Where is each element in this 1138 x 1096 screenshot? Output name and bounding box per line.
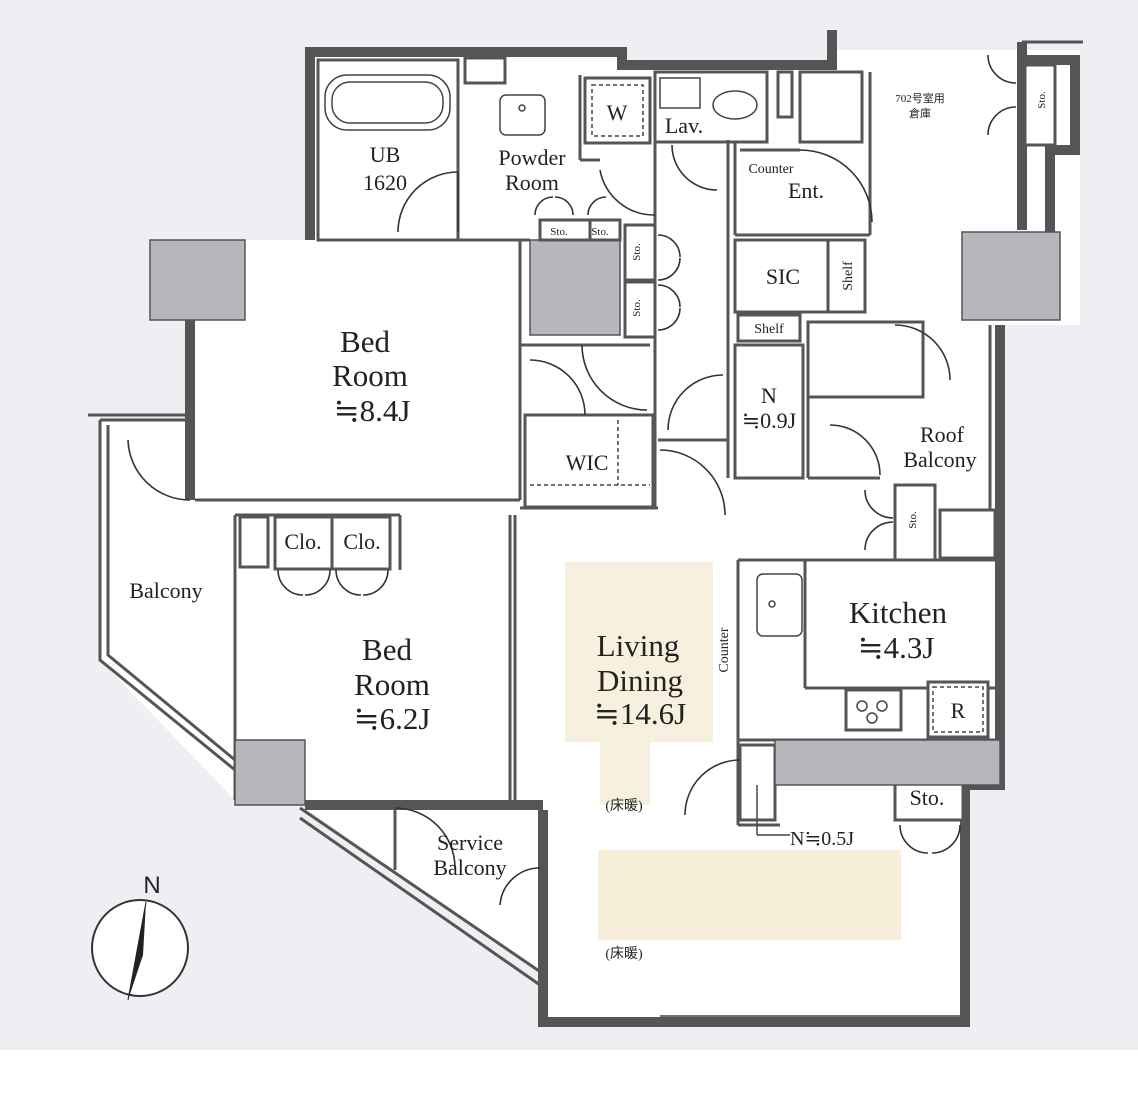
door-swing-balcony: [127, 439, 191, 501]
outer-walls: [88, 30, 1083, 1027]
label-balcony: Balcony: [129, 578, 202, 603]
label-n05: N≒0.5J: [790, 828, 854, 850]
label-fridge: R: [951, 698, 966, 723]
floor-heating-area-3: [598, 850, 901, 940]
pillar: [234, 739, 306, 806]
compass: [91, 899, 189, 1001]
floor-heating-area-1: [565, 562, 713, 742]
door-swing-n05: [684, 759, 741, 816]
label-kitchen-2: ≒4.3J: [858, 630, 935, 665]
door-swing-powder: [599, 169, 656, 216]
door-swing-hall: [667, 374, 724, 431]
door-swing-bed1: [581, 344, 648, 411]
door-swing-service-balcony: [394, 807, 456, 869]
label-ub-2: 1620: [363, 170, 407, 195]
label-service-balcony-2: Balcony: [433, 855, 506, 880]
label-washer: W: [607, 100, 628, 125]
label-storage-702-1: 702号室用: [895, 91, 945, 105]
door-swing-entrance: [799, 149, 873, 223]
label-sto-pr-1: Sto.: [550, 226, 568, 238]
label-lav: Lav.: [665, 113, 703, 138]
label-floor-heating-2: (床暖): [605, 946, 643, 962]
door-swing-roof: [894, 324, 951, 381]
label-sto-702: Sto.: [1036, 91, 1048, 109]
bathtub-icon: [324, 74, 451, 131]
label-shelf-h: Shelf: [754, 322, 784, 337]
label-living-1: Living: [597, 628, 680, 663]
label-shelf-v: Shelf: [841, 261, 856, 291]
label-powder-1: Powder: [498, 145, 566, 170]
doors: [127, 54, 1017, 906]
label-ub-1: UB: [370, 142, 401, 167]
pillar: [774, 739, 1001, 786]
label-storage-702-2: 倉庫: [909, 106, 931, 120]
door-swing-sto-hall: [657, 234, 681, 331]
label-service-balcony-1: Service: [437, 830, 503, 855]
label-bed2-2: Room: [354, 667, 430, 702]
label-roof-balcony-1: Roof: [920, 422, 965, 447]
label-floor-heating-1: (床暖): [605, 798, 643, 814]
label-wic: WIC: [566, 450, 609, 475]
pillar: [149, 239, 246, 321]
sink-icon: [499, 94, 546, 136]
door-swing-service-balcony-2: [499, 867, 541, 906]
door-swing-sto-roof: [864, 489, 894, 551]
door-swing-ub: [397, 171, 459, 233]
label-sto-pr-2: Sto.: [591, 226, 609, 238]
label-kitchen-1: Kitchen: [849, 595, 948, 630]
label-entrance: Ent.: [788, 178, 824, 203]
label-clo-2: Clo.: [343, 529, 380, 554]
door-swing-clo: [277, 569, 389, 596]
label-n09-1: N: [761, 383, 777, 408]
pillar: [961, 231, 1061, 321]
label-living-3: ≒14.6J: [594, 696, 686, 731]
label-bed2-3: ≒6.2J: [354, 701, 431, 736]
label-counter-vertical: Counter: [717, 627, 732, 672]
door-swing-roof-balcony: [829, 424, 881, 476]
door-swing-living: [659, 449, 726, 516]
label-counter-top: Counter: [748, 162, 793, 177]
pillars: [149, 231, 1061, 806]
floor-heating-area-2: [600, 740, 650, 805]
door-swing-sto-pr: [534, 196, 607, 216]
label-bed1-3: ≒8.4J: [334, 393, 411, 428]
label-roof-balcony-2: Balcony: [903, 447, 976, 472]
label-n09-2: ≒0.9J: [742, 408, 797, 433]
label-bed2-1: Bed: [362, 632, 412, 667]
door-swing-lav: [671, 144, 718, 191]
label-bed1-1: Bed: [340, 324, 390, 359]
room-labels: UB 1620 Powder Room W Lav. Counter Ent. …: [129, 91, 1048, 962]
label-bed1-2: Room: [332, 358, 408, 393]
label-living-2: Dining: [597, 663, 683, 698]
label-sto-hall-1: Sto.: [631, 243, 643, 261]
door-swing-wic: [529, 359, 586, 416]
label-sto-hall-2: Sto.: [631, 299, 643, 317]
door-swing-sto-702: [987, 54, 1017, 136]
door-swing-sto-kitchen: [899, 824, 961, 854]
label-sto-roof: Sto.: [907, 511, 919, 529]
pillar: [529, 239, 621, 336]
label-powder-2: Room: [505, 170, 559, 195]
label-sic: SIC: [766, 264, 800, 289]
label-sto-kitchen: Sto.: [910, 785, 945, 810]
label-compass-north: N: [143, 872, 160, 899]
label-clo-1: Clo.: [284, 529, 321, 554]
